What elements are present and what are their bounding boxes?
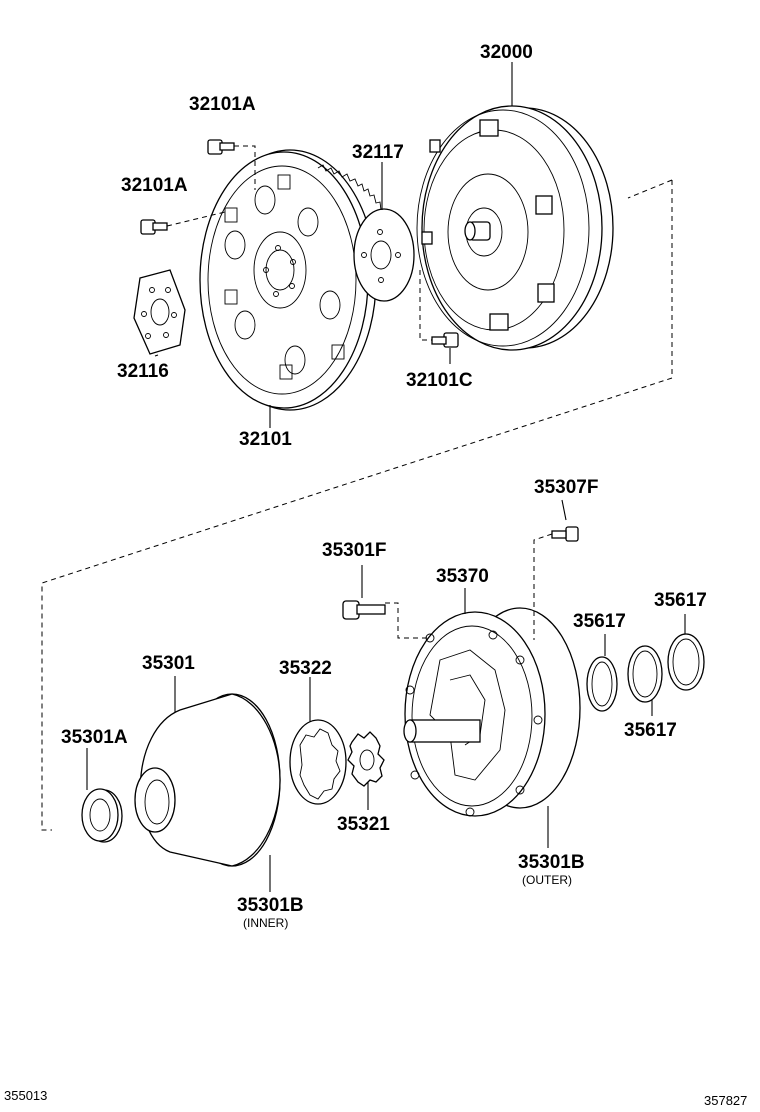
note-outer: (OUTER) (522, 873, 572, 887)
label-35321: 35321 (337, 814, 390, 835)
label-32116: 32116 (117, 361, 169, 382)
code-left: 355013 (4, 1088, 47, 1103)
bolt-icon (140, 211, 226, 235)
bolt-icon (342, 600, 430, 639)
label-35301a: 35301A (61, 727, 128, 748)
seal-ring-icon (586, 656, 618, 712)
oil-pump-icon (403, 607, 581, 817)
label-35301b-inner: 35301B (237, 895, 304, 916)
label-35617-c: 35617 (624, 720, 677, 741)
seal-ring-icon (627, 645, 663, 703)
torque-converter-icon (416, 105, 614, 351)
label-32101a-left: 32101A (121, 175, 188, 196)
label-35301b-outer: 35301B (518, 852, 585, 873)
driven-gear-icon (289, 719, 347, 805)
label-35301f: 35301F (322, 540, 386, 561)
bolt-icon (207, 139, 256, 190)
label-35307f: 35307F (534, 477, 598, 498)
label-35617-b: 35617 (654, 590, 707, 611)
label-35322: 35322 (279, 658, 332, 679)
oil-seal-icon (81, 788, 123, 843)
group-boundary (41, 179, 673, 831)
leader-lines (86, 499, 686, 892)
label-32101: 32101 (239, 429, 292, 450)
flexplate-icon (353, 208, 415, 302)
ring-gear-flywheel-icon (199, 149, 398, 411)
bolt-icon (533, 526, 579, 640)
label-35370: 35370 (436, 566, 489, 587)
label-32101c: 32101C (406, 370, 473, 391)
leader-lines (154, 62, 513, 428)
label-32000: 32000 (480, 42, 533, 63)
code-right: 357827 (704, 1093, 747, 1108)
label-32101a-top: 32101A (189, 94, 256, 115)
note-inner: (INNER) (243, 916, 288, 930)
pump-cover-icon (134, 693, 281, 867)
seal-ring-icon (667, 633, 705, 691)
drive-gear-icon (347, 731, 385, 787)
bolt-icon (419, 270, 459, 348)
label-35617-a: 35617 (573, 611, 626, 632)
label-35301: 35301 (142, 653, 195, 674)
spacer-plate-icon (133, 269, 186, 355)
label-32117: 32117 (352, 142, 404, 163)
